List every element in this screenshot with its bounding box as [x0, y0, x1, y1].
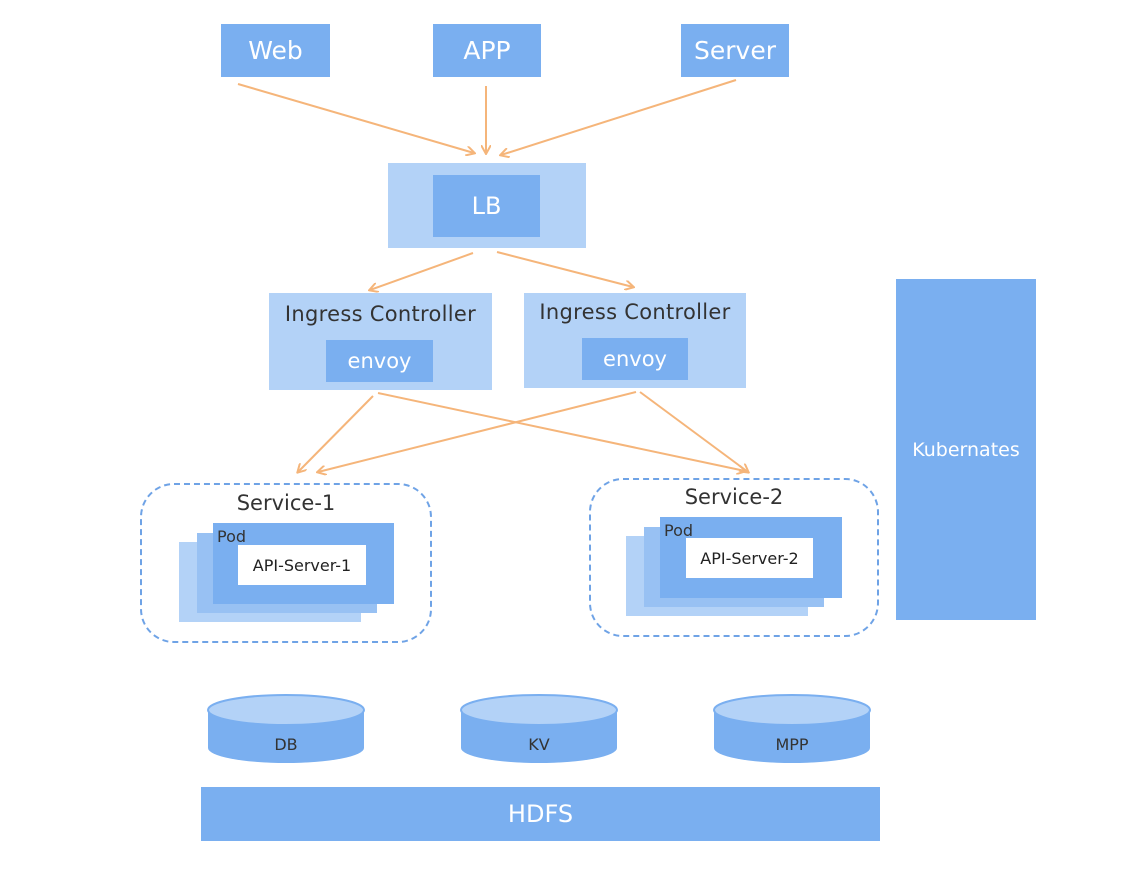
arrow-ingress2-svc1 [318, 391, 637, 472]
server-label: Server [694, 36, 776, 65]
mpp-cylinder-icon [713, 694, 871, 763]
kubernetes-label: Kubernates [912, 438, 1020, 461]
api-server-1: API-Server-1 [238, 545, 366, 585]
app-label: APP [463, 36, 511, 65]
pod-2-label: Pod [664, 521, 694, 540]
arrow-ingress2-svc2 [639, 391, 748, 472]
api-server-2: API-Server-2 [686, 538, 813, 578]
arrow-lb-ingress1 [370, 252, 474, 290]
ingress-controller-2-title: Ingress Controller [539, 300, 731, 324]
service-2-title: Service-2 [684, 485, 784, 509]
server-node: Server [681, 24, 789, 77]
ingress-controller-1: Ingress Controller envoy [269, 293, 492, 390]
db-cylinder: DB [207, 694, 365, 764]
arrow-ingress1-svc1 [298, 395, 374, 472]
kv-label: KV [528, 735, 550, 754]
db-cylinder-icon [207, 694, 365, 763]
envoy-1-label: envoy [347, 349, 412, 373]
kubernetes-block: Kubernates [896, 279, 1036, 620]
hdfs-bar: HDFS [201, 787, 880, 841]
api-server-2-label: API-Server-2 [700, 548, 799, 568]
service-1-group: Service-1 [140, 483, 432, 643]
web-node: Web [221, 24, 330, 77]
ingress-controller-2: Ingress Controller envoy [524, 293, 746, 388]
arrow-lb-ingress2 [496, 251, 633, 287]
lb-label: LB [471, 192, 502, 220]
arrow-ingress1-svc2 [377, 392, 745, 471]
pod-2: Pod API-Server-2 [660, 517, 842, 598]
service-1-title: Service-1 [236, 491, 336, 515]
arrow-web-lb [237, 83, 474, 153]
db-label: DB [274, 735, 298, 754]
ingress-controller-1-title: Ingress Controller [284, 302, 477, 326]
lb-node: LB [433, 175, 540, 237]
arrow-server-lb [501, 79, 737, 155]
mpp-cylinder: MPP [713, 694, 871, 764]
envoy-1: envoy [326, 340, 433, 382]
api-server-1-label: API-Server-1 [252, 555, 352, 575]
mpp-label: MPP [775, 735, 809, 754]
pod-1: Pod API-Server-1 [213, 523, 394, 604]
app-node: APP [433, 24, 541, 77]
pod-1-label: Pod [217, 527, 247, 546]
envoy-2: envoy [582, 338, 688, 380]
kv-cylinder-icon [460, 694, 618, 763]
hdfs-label: HDFS [507, 800, 574, 828]
kv-cylinder: KV [460, 694, 618, 764]
web-label: Web [248, 36, 303, 65]
envoy-2-label: envoy [603, 347, 667, 371]
service-2-group: Service-2 [589, 478, 879, 637]
